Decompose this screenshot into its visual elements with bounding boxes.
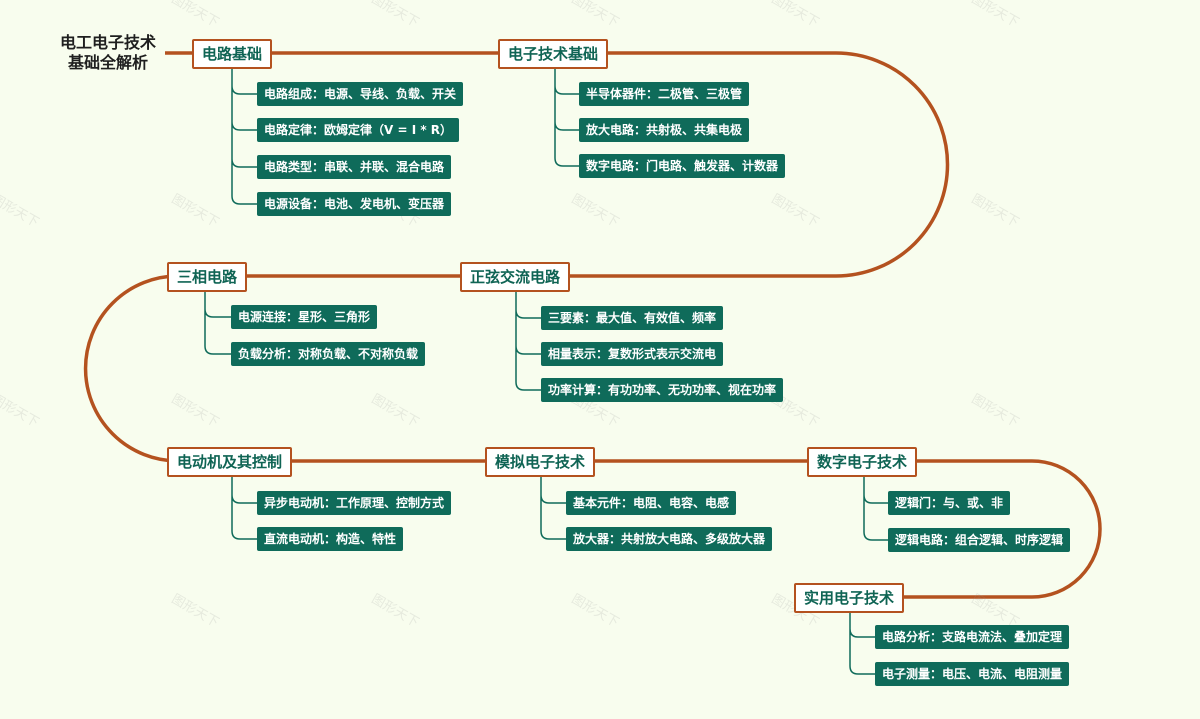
subtopic-item[interactable]: 逻辑电路：组合逻辑、时序逻辑 [888,528,1071,552]
subtopic-item[interactable]: 负载分析：对称负载、不对称负载 [231,342,426,366]
branch-connector [554,68,579,167]
subtopic-item[interactable]: 电源连接：星形、三角形 [231,305,378,329]
subtopic-item[interactable]: 直流电动机：构造、特性 [257,527,404,551]
topic-node-practical-electronics[interactable]: 实用电子技术 [794,583,905,613]
subtopic-item[interactable]: 电子测量：电压、电流、电阻测量 [875,662,1070,686]
subtopic-item[interactable]: 电路定律：欧姆定律（V = I * R） [257,118,460,142]
topic-node-three-phase[interactable]: 三相电路 [167,262,248,292]
branch-connector [863,476,888,541]
subtopic-item[interactable]: 基本元件：电阻、电容、电感 [566,491,737,515]
subtopic-item[interactable]: 电路分析：支路电流法、叠加定理 [875,625,1070,649]
topic-node-circuit-basics[interactable]: 电路基础 [192,39,273,69]
subtopic-item[interactable]: 异步电动机：工作原理、控制方式 [257,491,452,515]
subtopic-item[interactable]: 三要素：最大值、有效值、频率 [541,306,724,330]
subtopic-item[interactable]: 功率计算：有功功率、无功功率、视在功率 [541,378,784,402]
topic-node-motor-control[interactable]: 电动机及其控制 [167,447,293,477]
title-line-2: 基础全解析 [67,53,148,72]
branch-connector [849,612,875,675]
subtopic-item[interactable]: 半导体器件：二极管、三极管 [579,82,750,106]
topic-node-analog-electronics[interactable]: 模拟电子技术 [485,447,596,477]
branch-connector [231,476,257,540]
topic-node-digital-electronics[interactable]: 数字电子技术 [807,447,918,477]
subtopic-item[interactable]: 电路组成：电源、导线、负载、开关 [257,82,464,106]
topic-node-ac-circuits[interactable]: 正弦交流电路 [460,262,571,292]
subtopic-item[interactable]: 数字电路：门电路、触发器、计数器 [579,154,786,178]
subtopic-item[interactable]: 电路类型：串联、并联、混合电路 [257,155,452,179]
branch-connector [540,476,566,540]
subtopic-item[interactable]: 放大器：共射放大电路、多级放大器 [566,527,773,551]
subtopic-item[interactable]: 逻辑门：与、或、非 [888,491,1011,515]
topic-node-electronics-basics[interactable]: 电子技术基础 [498,39,609,69]
title-line-1: 电工电子技术 [59,33,156,52]
subtopic-item[interactable]: 电源设备：电池、发电机、变压器 [257,192,452,216]
subtopic-item[interactable]: 相量表示：复数形式表示交流电 [541,342,724,366]
subtopic-item[interactable]: 放大电路：共射极、共集电极 [579,118,750,142]
branch-connector [231,68,257,205]
main-path [83,51,1102,599]
branch-connector [204,291,231,355]
branch-connector [515,291,541,391]
page-title: 电工电子技术 基础全解析 [46,33,170,73]
